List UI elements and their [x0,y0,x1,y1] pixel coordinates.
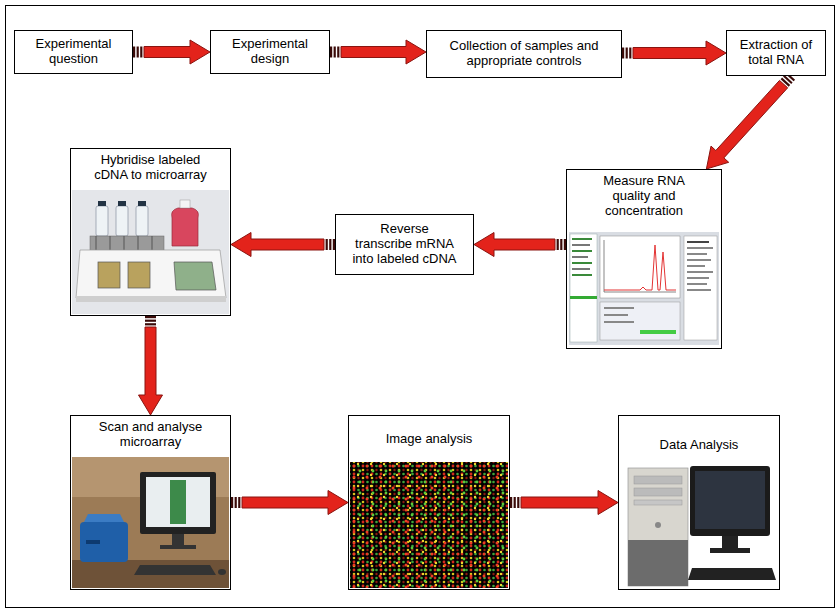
arrow-tail-stripe [145,323,156,325]
arrow-shape [139,327,163,415]
box-label: Data Analysis [629,438,769,453]
arrow-tail-stripe [560,239,562,250]
arrow-tail-stripe [238,497,240,508]
outer-frame [6,6,835,608]
flow-arrow [622,41,726,65]
arrow-tail-stripe [145,316,156,318]
arrow-tail-stripe [517,497,519,508]
arrow-tail-stripe [235,497,237,508]
box-label: Reverse transcribe mRNA into labeled cDN… [351,222,458,267]
arrow-tail-stripe [622,48,624,59]
flow-arrow [330,40,426,64]
image-panel: Measure RNA quality and concentration [566,169,722,349]
arrow-tail-stripe [145,320,156,322]
box-label: Collection of samples and appropriate co… [441,39,607,69]
box-label: Experimental question [29,37,118,67]
image-panel: Image analysis [348,415,510,590]
arrow-tail-stripe [337,47,339,58]
arrow-tail-stripe [137,47,139,58]
arrow-shape [341,40,426,64]
box-label: Extraction of total RNA [733,38,819,68]
flow-arrow [706,72,795,169]
arrow-shape [474,233,555,257]
arrow-tail-stripe [231,497,233,508]
arrow-tail-stripe [133,47,135,58]
process-box: Experimental question [14,30,133,74]
image-panel: Data Analysis [618,415,780,590]
bioanalyzer-screenshot [569,232,719,345]
arrow-tail-stripe [557,239,559,250]
arrow-tail-stripe [329,239,331,250]
box-label: Measure RNA quality and concentration [597,174,691,219]
arrow-tail-stripe [781,78,791,87]
process-box: Experimental design [210,30,330,74]
microarray-scanner [72,457,229,588]
flow-arrow [133,40,210,64]
arrow-tail-stripe [626,48,628,59]
arrow-tail-stripe [629,48,631,59]
computer [628,466,776,586]
flow-arrow [231,233,335,257]
arrow-tail-stripe [140,47,142,58]
arrow-shape [706,80,787,169]
arrow-shape [144,40,210,64]
box-label: Hybridise labeled cDNA to microarray [91,153,210,183]
image-panel: Scan and analyse microarray [70,415,231,590]
image-panel: Hybridise labeled cDNA to microarray [70,148,231,316]
arrow-shape [521,491,618,515]
hybridisation-station [72,190,229,314]
box-label: Scan and analyse microarray [96,420,205,450]
box-label: Image analysis [359,432,499,447]
arrow-tail-stripe [326,239,328,250]
flow-arrow [231,491,348,515]
arrow-tail-stripe [334,47,336,58]
process-box: Extraction of total RNA [726,30,826,76]
arrow-tail-stripe [514,497,516,508]
process-box: Reverse transcribe mRNA into labeled cDN… [335,214,474,275]
flow-arrow [474,233,566,257]
flow-arrow [510,491,618,515]
arrow-tail-stripe [330,47,332,58]
arrow-shape [231,233,324,257]
process-box: Collection of samples and appropriate co… [426,30,622,78]
arrow-tail-stripe [510,497,512,508]
flow-arrow [139,316,163,415]
microarray-image [350,462,508,588]
box-label: Experimental design [225,37,315,67]
arrow-shape [242,491,348,515]
arrow-shape [633,41,726,65]
